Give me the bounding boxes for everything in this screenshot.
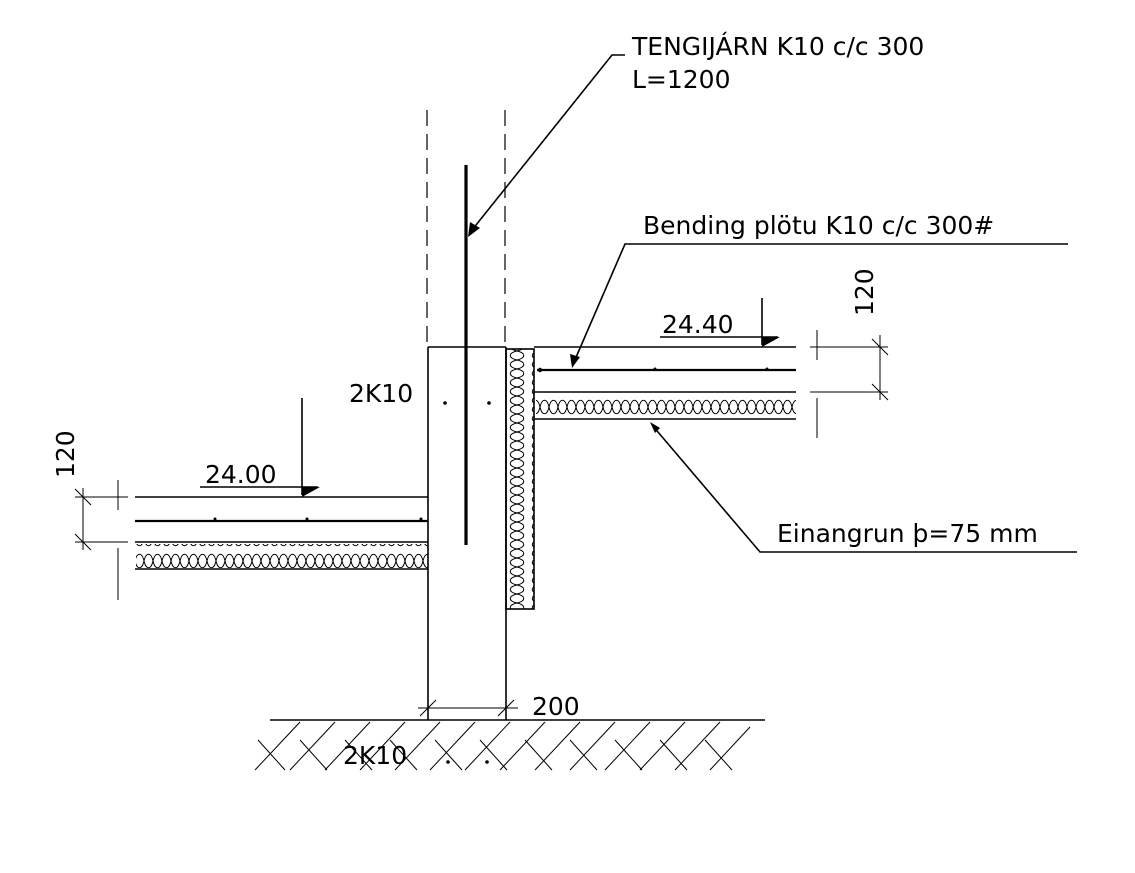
level-mark-upper	[660, 298, 780, 347]
dimension-left-slab	[74, 480, 128, 600]
ground	[254, 719, 765, 771]
dimension-left-slab-label: 120	[51, 430, 80, 478]
slab-bending-leader	[570, 243, 1068, 368]
insulation-leader	[650, 422, 1077, 553]
dimension-right-slab	[810, 330, 889, 438]
right-slab	[534, 346, 796, 420]
level-mark-lower	[200, 398, 320, 497]
tie-bar-leader	[468, 54, 625, 237]
dimension-right-slab-label: 120	[850, 268, 879, 316]
slab-bending-label: Bending plötu K10 c/c 300#	[643, 211, 994, 240]
level-lower-label: 24.00	[205, 460, 277, 489]
tie-bar-label-line1: TENGIJÁRN K10 c/c 300	[631, 32, 924, 61]
tie-bar-label-line2: L=1200	[632, 65, 731, 94]
wall-rebar-dots-upper	[443, 401, 491, 405]
dimension-wall	[418, 699, 518, 717]
rebar-lower-label: 2K10	[343, 741, 407, 770]
dimension-wall-label: 200	[532, 692, 580, 721]
rebar-upper-label: 2K10	[349, 379, 413, 408]
left-slab	[135, 496, 428, 570]
insulation-label: Einangrun þ=75 mm	[777, 519, 1038, 548]
wall-rebar-dots-lower	[446, 760, 489, 764]
wall-insulation-strip	[505, 348, 535, 610]
level-upper-label: 24.40	[662, 310, 734, 339]
